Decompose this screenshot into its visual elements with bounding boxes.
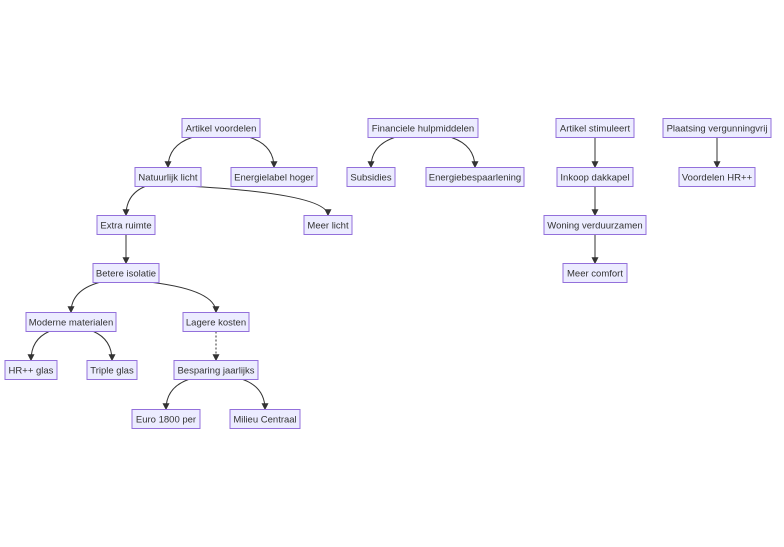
edge-G-I xyxy=(27,331,50,362)
edge-K-L xyxy=(162,379,189,411)
node-label: Inkoop dakkapel xyxy=(560,172,629,183)
node-box xyxy=(182,312,250,332)
node-N: Financiele hulpmiddelen xyxy=(367,118,479,138)
node-box xyxy=(25,312,117,332)
node-box xyxy=(134,167,202,187)
node-label: Natuurlijk licht xyxy=(138,172,197,183)
node-box xyxy=(425,167,525,187)
node-label: Meer licht xyxy=(307,220,349,231)
node-label: Triple glas xyxy=(90,365,134,376)
node-label: Meer comfort xyxy=(567,268,623,279)
node-label: Energiebespaarlening xyxy=(429,172,521,183)
node-label: Subsidies xyxy=(350,172,391,183)
edge-F-H xyxy=(152,282,220,314)
node-box xyxy=(229,409,301,429)
node-label: Euro 1800 per xyxy=(136,414,196,425)
node-D: Extra ruimte xyxy=(96,215,156,235)
node-box xyxy=(4,360,58,380)
node-label: Betere isolatie xyxy=(96,268,156,279)
node-S: Woning verduurzamen xyxy=(543,215,647,235)
edge-N-P xyxy=(451,137,479,169)
node-V: Voordelen HR++ xyxy=(678,167,756,187)
node-G: Moderne materialen xyxy=(25,312,117,332)
edges-layer xyxy=(27,137,721,411)
node-label: Moderne materialen xyxy=(29,317,114,328)
node-box xyxy=(556,167,634,187)
node-F: Betere isolatie xyxy=(92,263,160,283)
node-Q: Artikel stimuleert xyxy=(555,118,635,138)
node-box xyxy=(173,360,259,380)
node-M: Milieu Centraal xyxy=(229,409,301,429)
node-label: Extra ruimte xyxy=(100,220,151,231)
node-E: Meer licht xyxy=(303,215,353,235)
node-label: Plaatsing vergunningvrij xyxy=(667,123,768,134)
node-label: Energielabel hoger xyxy=(234,172,314,183)
node-O: Subsidies xyxy=(346,167,396,187)
node-P: Energiebespaarlening xyxy=(425,167,525,187)
node-R: Inkoop dakkapel xyxy=(556,167,634,187)
node-label: Artikel voordelen xyxy=(186,123,257,134)
node-box xyxy=(562,263,628,283)
node-label: Besparing jaarlijks xyxy=(177,365,254,376)
node-box xyxy=(678,167,756,187)
edge-B-E xyxy=(194,186,332,217)
node-label: Milieu Centraal xyxy=(233,414,296,425)
edge-A-C xyxy=(249,137,278,169)
node-label: Financiele hulpmiddelen xyxy=(372,123,474,134)
node-J: Triple glas xyxy=(86,360,138,380)
node-A: Artikel voordelen xyxy=(181,118,261,138)
edge-A-B xyxy=(164,137,193,169)
node-box xyxy=(96,215,156,235)
node-box xyxy=(303,215,353,235)
node-label: HR++ glas xyxy=(9,365,54,376)
node-B: Natuurlijk licht xyxy=(134,167,202,187)
node-box xyxy=(131,409,201,429)
node-L: Euro 1800 per xyxy=(131,409,201,429)
node-box xyxy=(367,118,479,138)
node-box xyxy=(181,118,261,138)
node-K: Besparing jaarlijks xyxy=(173,360,259,380)
edge-F-G xyxy=(67,282,100,314)
edge-G-J xyxy=(93,331,116,362)
node-box xyxy=(92,263,160,283)
node-box xyxy=(346,167,396,187)
node-box xyxy=(230,167,318,187)
node-T: Meer comfort xyxy=(562,263,628,283)
node-C: Energielabel hoger xyxy=(230,167,318,187)
edge-N-O xyxy=(367,137,395,169)
node-label: Lagere kosten xyxy=(186,317,246,328)
node-box xyxy=(86,360,138,380)
node-label: Voordelen HR++ xyxy=(682,172,753,183)
edge-K-M xyxy=(242,379,269,411)
node-I: HR++ glas xyxy=(4,360,58,380)
node-label: Woning verduurzamen xyxy=(547,220,642,231)
node-H: Lagere kosten xyxy=(182,312,250,332)
edge-B-D xyxy=(122,186,146,217)
node-box xyxy=(543,215,647,235)
node-U: Plaatsing vergunningvrij xyxy=(662,118,772,138)
node-box xyxy=(662,118,772,138)
node-box xyxy=(555,118,635,138)
node-label: Artikel stimuleert xyxy=(560,123,631,134)
